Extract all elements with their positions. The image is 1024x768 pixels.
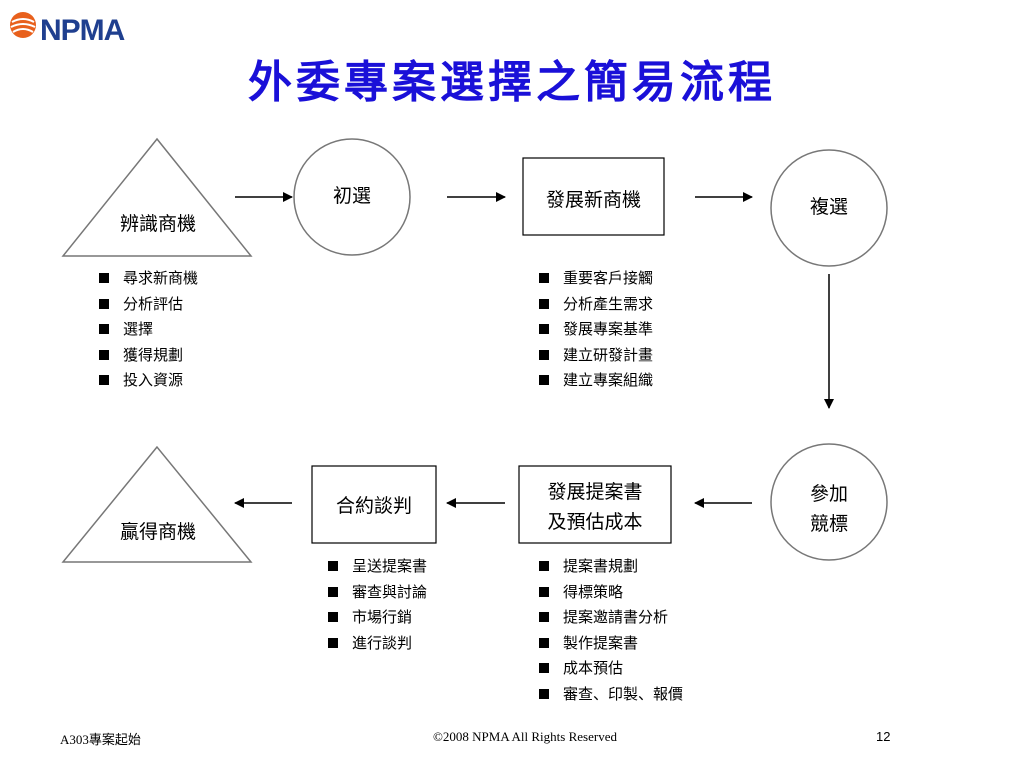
list-item: 獲得規劃: [97, 343, 198, 369]
negotiate-bullet-list: 呈送提案書 審查與討論 市場行銷 進行談判: [326, 554, 427, 656]
list-item: 審查、印製、報價: [537, 682, 683, 708]
join-bid-label-line1: 參加: [809, 483, 848, 505]
list-item: 重要客戶接觸: [537, 266, 653, 292]
list-item: 分析產生需求: [537, 292, 653, 318]
globe-icon: [10, 12, 36, 38]
list-item: 得標策略: [537, 580, 683, 606]
proposal-label-line2: 及預估成本: [547, 511, 643, 533]
reselect-circle: [770, 149, 888, 267]
list-item: 提案書規劃: [537, 554, 683, 580]
list-item: 審查與討論: [326, 580, 427, 606]
footer-copyright: ©2008 NPMA All Rights Reserved: [433, 729, 617, 744]
list-item: 製作提案書: [537, 631, 683, 657]
page-title: 外委專案選擇之簡易流程: [248, 57, 776, 108]
win-triangle: [61, 445, 253, 563]
list-item: 呈送提案書: [326, 554, 427, 580]
list-item: 分析評估: [97, 292, 198, 318]
identify-bullet-list: 尋求新商機 分析評估 選擇 獲得規劃 投入資源: [97, 266, 198, 394]
proposal-label-line1: 發展提案書: [547, 481, 643, 503]
proposal-box: [518, 465, 672, 544]
negotiate-box: [311, 465, 437, 544]
join-bid-circle: [770, 443, 888, 561]
join-bid-label-line2: 競標: [809, 513, 848, 535]
list-item: 進行談判: [326, 631, 427, 657]
list-item: 投入資源: [97, 368, 198, 394]
develop-label: 發展新商機: [545, 189, 641, 211]
develop-box: [522, 157, 665, 236]
page-number: 12: [876, 729, 891, 744]
list-item: 成本預估: [537, 656, 683, 682]
negotiate-label: 合約談判: [335, 495, 412, 517]
list-item: 尋求新商機: [97, 266, 198, 292]
list-item: 市場行銷: [326, 605, 427, 631]
preselect-circle: [293, 138, 411, 256]
win-label: 贏得商機: [119, 521, 196, 543]
identify-triangle: [61, 137, 253, 257]
list-item: 提案邀請書分析: [537, 605, 683, 631]
list-item: 選擇: [97, 317, 198, 343]
footer-course-code: A303專案起始: [60, 732, 141, 747]
list-item: 建立研發計畫: [537, 343, 653, 369]
proposal-bullet-list: 提案書規劃 得標策略 提案邀請書分析 製作提案書 成本預估 審查、印製、報價: [537, 554, 683, 707]
list-item: 建立專案組織: [537, 368, 653, 394]
preselect-label: 初選: [332, 185, 371, 207]
identify-label: 辨識商機: [119, 213, 196, 235]
reselect-label: 複選: [809, 196, 848, 218]
logo-text: NPMA: [40, 14, 125, 47]
npma-logo: NPMA: [8, 8, 148, 47]
develop-bullet-list: 重要客戶接觸 分析產生需求 發展專案基準 建立研發計畫 建立專案組織: [537, 266, 653, 394]
list-item: 發展專案基準: [537, 317, 653, 343]
